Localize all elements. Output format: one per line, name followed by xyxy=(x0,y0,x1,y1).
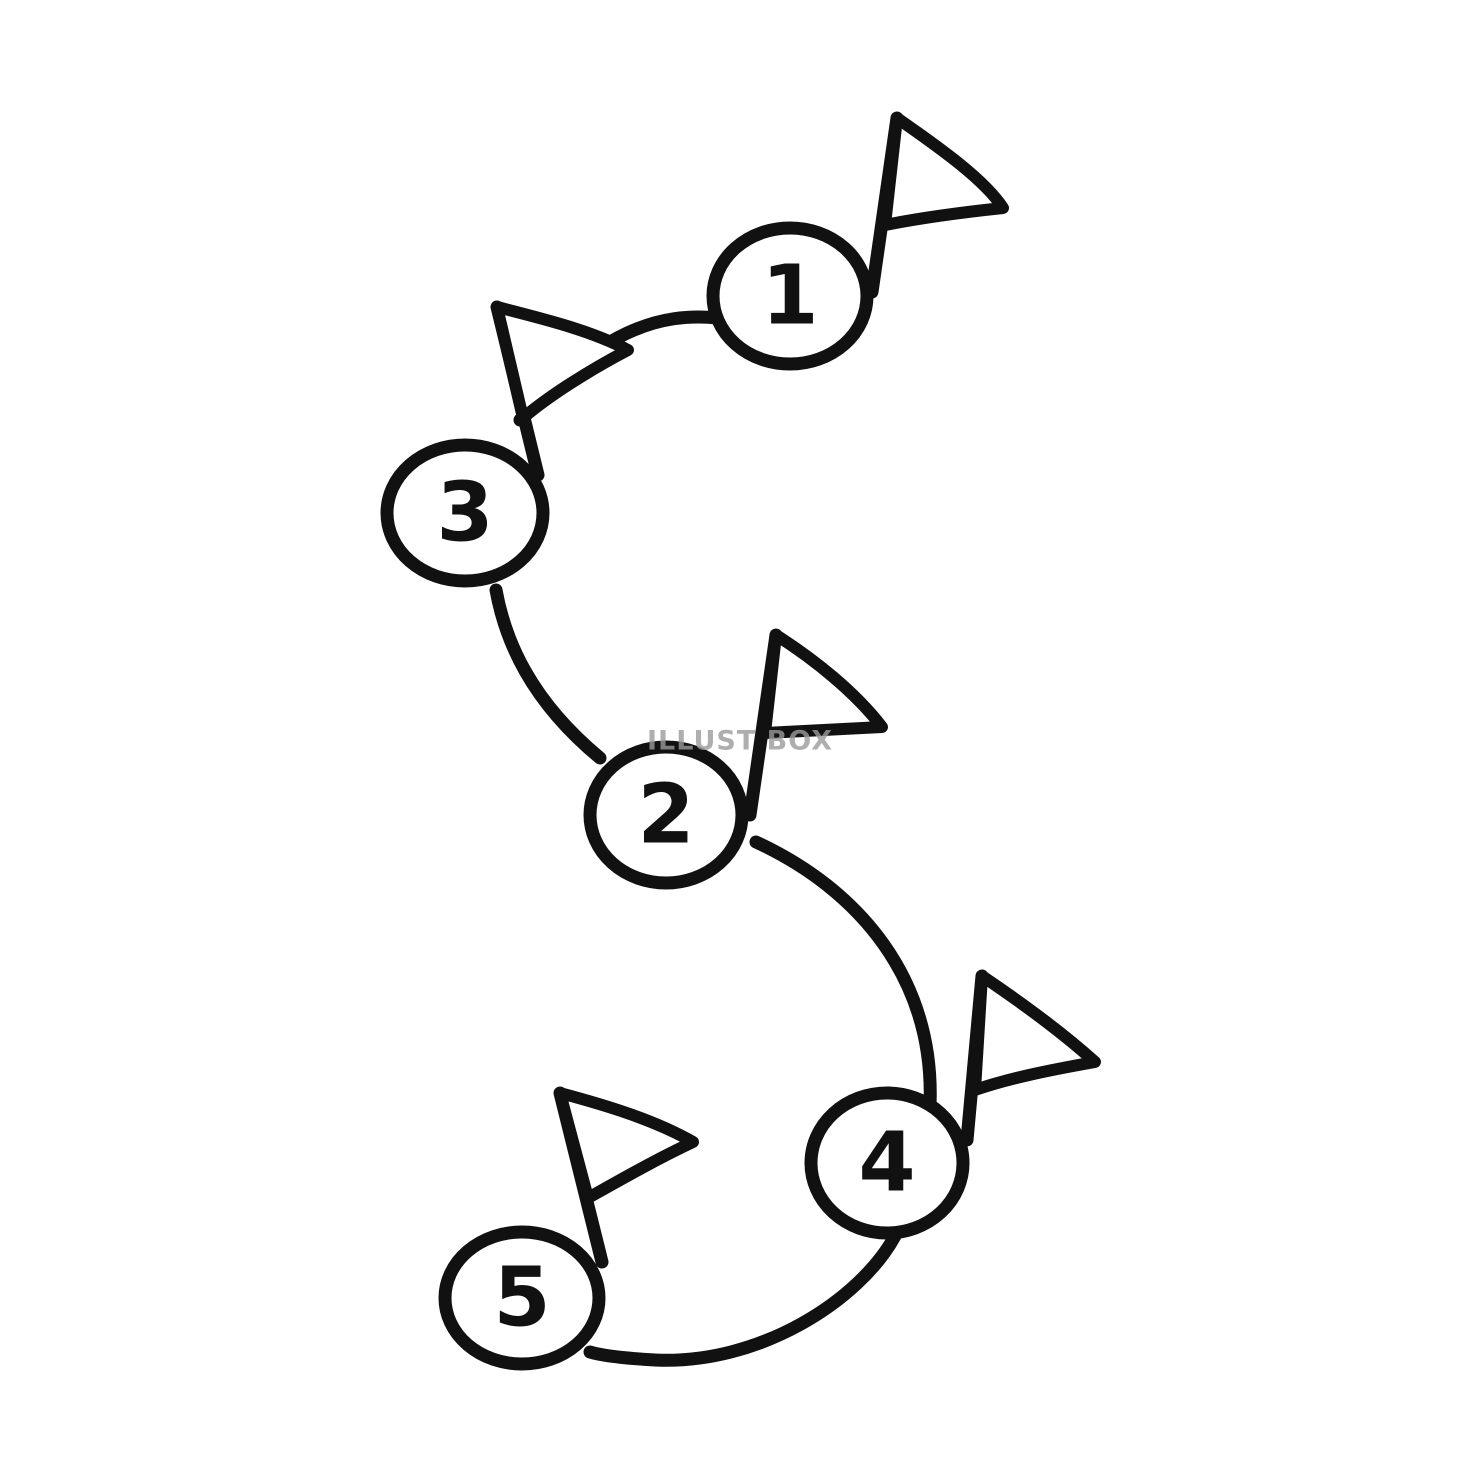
node-1-label: 1 xyxy=(761,249,818,344)
node-2: 2 xyxy=(583,740,749,890)
node-2-label: 2 xyxy=(637,768,694,863)
flag-4-pennant xyxy=(969,970,1101,1096)
path-segment-3-2 xyxy=(489,583,607,765)
node-3-label: 3 xyxy=(436,466,493,561)
flag-1-pennant xyxy=(879,112,1009,231)
node-5: 5 xyxy=(438,1225,606,1371)
path-segment-2-4 xyxy=(749,835,937,1112)
flag-4 xyxy=(960,969,1101,1147)
node-3: 3 xyxy=(380,438,550,588)
flag-3 xyxy=(490,300,634,482)
node-5-label: 5 xyxy=(493,1251,550,1346)
node-1: 1 xyxy=(706,221,874,371)
flag-group xyxy=(490,111,1101,1269)
flag-2 xyxy=(743,628,888,822)
path-segment-4-5 xyxy=(583,1229,902,1367)
flag-1 xyxy=(865,111,1009,299)
flag-5-pennant xyxy=(554,1087,699,1204)
node-4: 4 xyxy=(804,1086,970,1240)
node-4-label: 4 xyxy=(858,1116,915,1211)
flag-3-pennant xyxy=(491,301,634,424)
watermark-text: ILLUST BOX xyxy=(647,726,833,757)
flag-2-pennant xyxy=(759,629,888,739)
flag-5 xyxy=(553,1086,699,1269)
